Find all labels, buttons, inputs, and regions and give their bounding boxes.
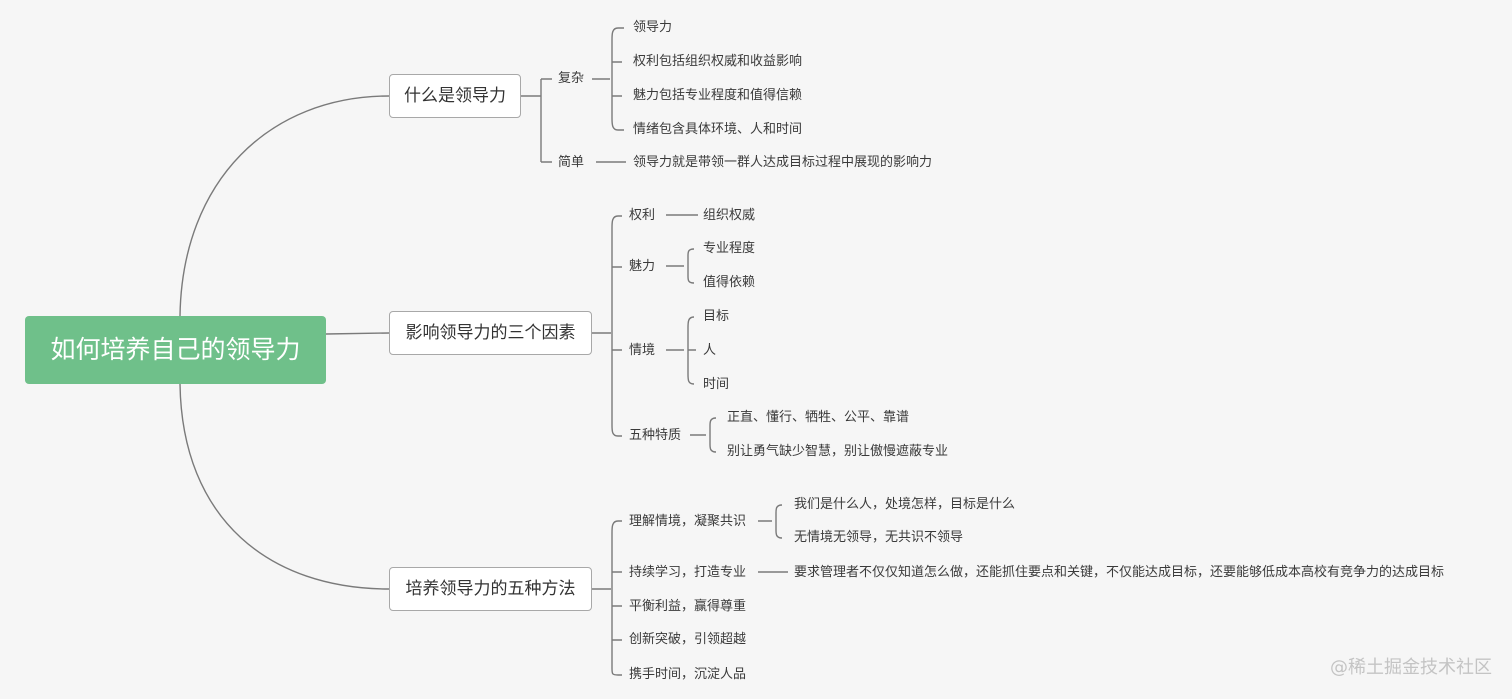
connector-root-b2 xyxy=(325,332,390,335)
subtopic-situation[interactable]: 情境 xyxy=(629,343,656,358)
leaf-node[interactable]: 时间 xyxy=(703,377,730,392)
subtopic-understand-situation[interactable]: 理解情境，凝聚共识 xyxy=(629,514,747,529)
subtopic-keep-learning[interactable]: 持续学习，打造专业 xyxy=(629,565,747,580)
root-node[interactable]: 如何培养自己的领导力 xyxy=(25,316,326,384)
leaf-node[interactable]: 专业程度 xyxy=(703,241,756,256)
subtopic-innovate[interactable]: 创新突破，引领超越 xyxy=(629,632,747,647)
leaf-node[interactable]: 情绪包含具体环境、人和时间 xyxy=(633,122,803,137)
leaf-node[interactable]: 要求管理者不仅仅知道怎么做，还能抓住要点和关键，不仅能达成目标，还要能够低成本高… xyxy=(794,565,1445,580)
leaf-node[interactable]: 目标 xyxy=(703,309,730,324)
leaf-node[interactable]: 我们是什么人，处境怎样，目标是什么 xyxy=(794,497,1016,512)
leaf-node[interactable]: 值得依赖 xyxy=(703,275,756,290)
connector-b1-bracket xyxy=(521,78,552,163)
leaf-node[interactable]: 领导力就是带领一群人达成目标过程中展现的影响力 xyxy=(633,155,933,170)
subtopic-charisma[interactable]: 魅力 xyxy=(629,259,656,274)
leaf-node[interactable]: 人 xyxy=(703,343,717,358)
topic-three-factors[interactable]: 影响领导力的三个因素 xyxy=(389,311,592,355)
connector-root-b3 xyxy=(179,383,390,590)
connector-b2c2-bracket xyxy=(666,248,695,284)
connector-b1c1-bracket xyxy=(592,27,624,131)
subtopic-balance-interests[interactable]: 平衡利益，赢得尊重 xyxy=(629,599,747,614)
leaf-node[interactable]: 权利包括组织权威和收益影响 xyxy=(633,54,803,69)
topic-what-is-leadership[interactable]: 什么是领导力 xyxy=(389,74,521,118)
connector-b3c1-bracket xyxy=(758,504,783,539)
subtopic-five-traits[interactable]: 五种特质 xyxy=(629,428,682,443)
leaf-node[interactable]: 正直、懂行、牺牲、公平、靠谱 xyxy=(727,410,910,425)
subtopic-hand-in-hand[interactable]: 携手时间，沉淀人品 xyxy=(629,667,747,682)
topic-five-methods[interactable]: 培养领导力的五种方法 xyxy=(389,567,592,611)
connector-b2c4-bracket xyxy=(690,417,717,453)
connector-b2c3-bracket xyxy=(666,316,696,385)
leaf-node[interactable]: 无情境无领导，无共识不领导 xyxy=(794,530,964,545)
watermark: @稀土掘金技术社区 xyxy=(1330,657,1492,678)
connector-b2-bracket xyxy=(592,215,622,437)
subtopic-power[interactable]: 权利 xyxy=(629,208,656,223)
leaf-node[interactable]: 魅力包括专业程度和值得信赖 xyxy=(633,88,803,103)
leaf-node[interactable]: 别让勇气缺少智慧，别让傲慢遮蔽专业 xyxy=(727,444,949,459)
connector-b3-bracket xyxy=(592,520,622,676)
subtopic-complex[interactable]: 复杂 xyxy=(558,71,585,86)
connector-root-b1 xyxy=(179,95,390,317)
leaf-node[interactable]: 领导力 xyxy=(633,20,673,35)
leaf-node[interactable]: 组织权威 xyxy=(703,208,756,223)
subtopic-simple[interactable]: 简单 xyxy=(558,155,585,170)
